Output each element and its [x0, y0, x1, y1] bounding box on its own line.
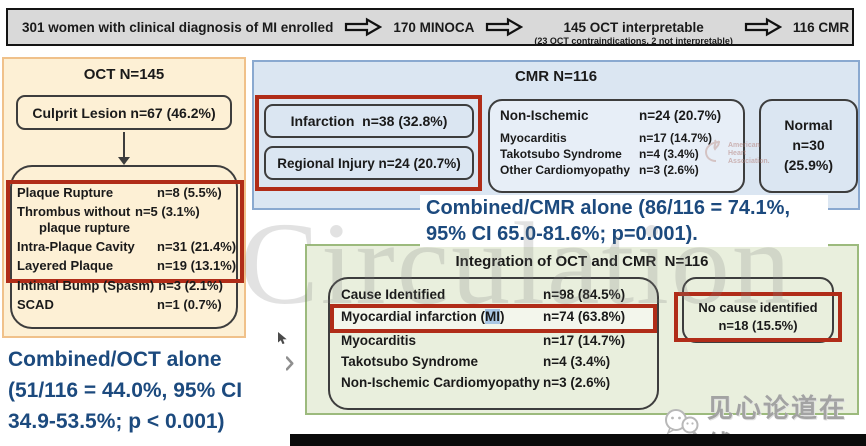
oct-panel-title: OCT N=145	[83, 66, 165, 83]
non-ischemic-header: Non-Ischemic n=24 (20.7%)	[500, 108, 722, 123]
bottom-black-bar	[290, 434, 866, 446]
oct-finding-row: Intra-Plaque Cavity n=31 (21.4%)	[17, 239, 237, 255]
flow-step-enrolled: 301 women with clinical diagnosis of MI …	[22, 19, 334, 35]
oct-finding-row: Layered Plaque n=19 (13.1%)	[17, 258, 237, 274]
culprit-lesion-box: Culprit Lesion n=67 (46.2%)	[16, 95, 232, 130]
oct-highlight-rectangle	[6, 180, 244, 283]
oct-finding-row: Intimal Bump (Spasm) n=3 (2.1%)	[17, 277, 223, 293]
non-ischemic-box: Non-Ischemic n=24 (20.7%) Myocarditis n=…	[488, 99, 745, 193]
integration-panel: Integration of OCT and CMR N=116 Cause I…	[305, 244, 859, 415]
aha-logo-icon	[702, 138, 726, 169]
flow-arrow-icon	[344, 17, 383, 37]
cause-identified-box	[328, 277, 659, 410]
no-cause-box	[682, 277, 834, 343]
aha-logo-text: American Heart Association.	[728, 141, 770, 165]
cmr-panel-title: CMR N=116	[514, 68, 598, 85]
integration-row: Non-Ischemic Cardiomyopathy n=3 (2.6%)	[341, 375, 611, 390]
flow-step-cmr: 116 CMR	[792, 19, 850, 35]
cause-identified-row: Cause Identified n=98 (84.5%)	[341, 287, 626, 302]
normal-box: Normal n=30 (25.9%)	[759, 99, 858, 193]
mi-text-highlight: MI	[485, 309, 501, 324]
no-cause-highlight-rectangle: No cause identified n=18 (15.5%)	[674, 292, 842, 342]
oct-findings-box	[10, 165, 238, 329]
regional-injury-box: Regional Injury n=24 (20.7%)	[264, 146, 474, 180]
down-arrow-head-icon	[118, 157, 130, 165]
flow-step-oct-interpretable: 145 OCT interpretable (23 OCT contraindi…	[534, 20, 733, 46]
integration-row: Takotsubo Syndrome n=4 (3.4%)	[341, 354, 611, 369]
integration-panel-title: Integration of OCT and CMR N=116	[455, 253, 709, 270]
chevron-right-icon: ›	[283, 340, 295, 381]
wechat-icon	[662, 408, 702, 443]
non-ischemic-row: Other Cardiomyopathy n=3 (2.6%)	[500, 163, 699, 177]
oct-findings-list: Plaque Rupture n=8 (5.5%) Thrombus witho…	[17, 185, 237, 316]
cmr-panel: CMR N=116 Infarction n=38 (32.8%) Region…	[252, 60, 860, 210]
oct-panel: OCT N=145 Culprit Lesion n=67 (46.2%) Pl…	[2, 57, 246, 338]
infarction-box: Infarction n=38 (32.8%)	[264, 104, 474, 138]
non-ischemic-row: Myocarditis n=17 (14.7%)	[500, 131, 713, 145]
mouse-cursor-icon	[278, 332, 288, 350]
non-ischemic-row: Takotsubo Syndrome n=4 (3.4%)	[500, 147, 699, 161]
flow-step-oct-note: (23 OCT contraindications, 2 not interpr…	[534, 35, 733, 46]
flow-arrow-icon	[485, 17, 524, 37]
integration-rows: Cause Identified n=98 (84.5%) Myocardial…	[341, 287, 646, 396]
enrollment-flow-bar: 301 women with clinical diagnosis of MI …	[6, 8, 854, 46]
oct-finding-row: Plaque Rupture n=8 (5.5%)	[17, 185, 222, 200]
flow-step-oct-label: 145 OCT interpretable	[563, 19, 704, 35]
oct-finding-row: Thrombus without plaque rupture n=5 (3.1…	[17, 204, 200, 236]
cmr-alone-annotation: Combined/CMR alone (86/116 = 74.1%, 95% …	[420, 195, 828, 247]
down-arrow-icon	[123, 132, 125, 158]
integration-row: Myocarditis n=17 (14.7%)	[341, 333, 626, 348]
flow-step-minoca: 170 MINOCA	[393, 19, 475, 35]
aha-logo-watermark: American Heart Association.	[702, 138, 770, 169]
cmr-highlight-rectangle	[255, 95, 482, 191]
myocardial-infarction-row: Myocardial infarction (MI) n=74 (63.8%)	[341, 309, 626, 324]
oct-alone-annotation: Combined/OCT alone (51/116 = 44.0%, 95% …	[4, 344, 286, 437]
flow-arrow-icon	[744, 17, 782, 37]
oct-finding-row: SCAD n=1 (0.7%)	[17, 296, 222, 312]
